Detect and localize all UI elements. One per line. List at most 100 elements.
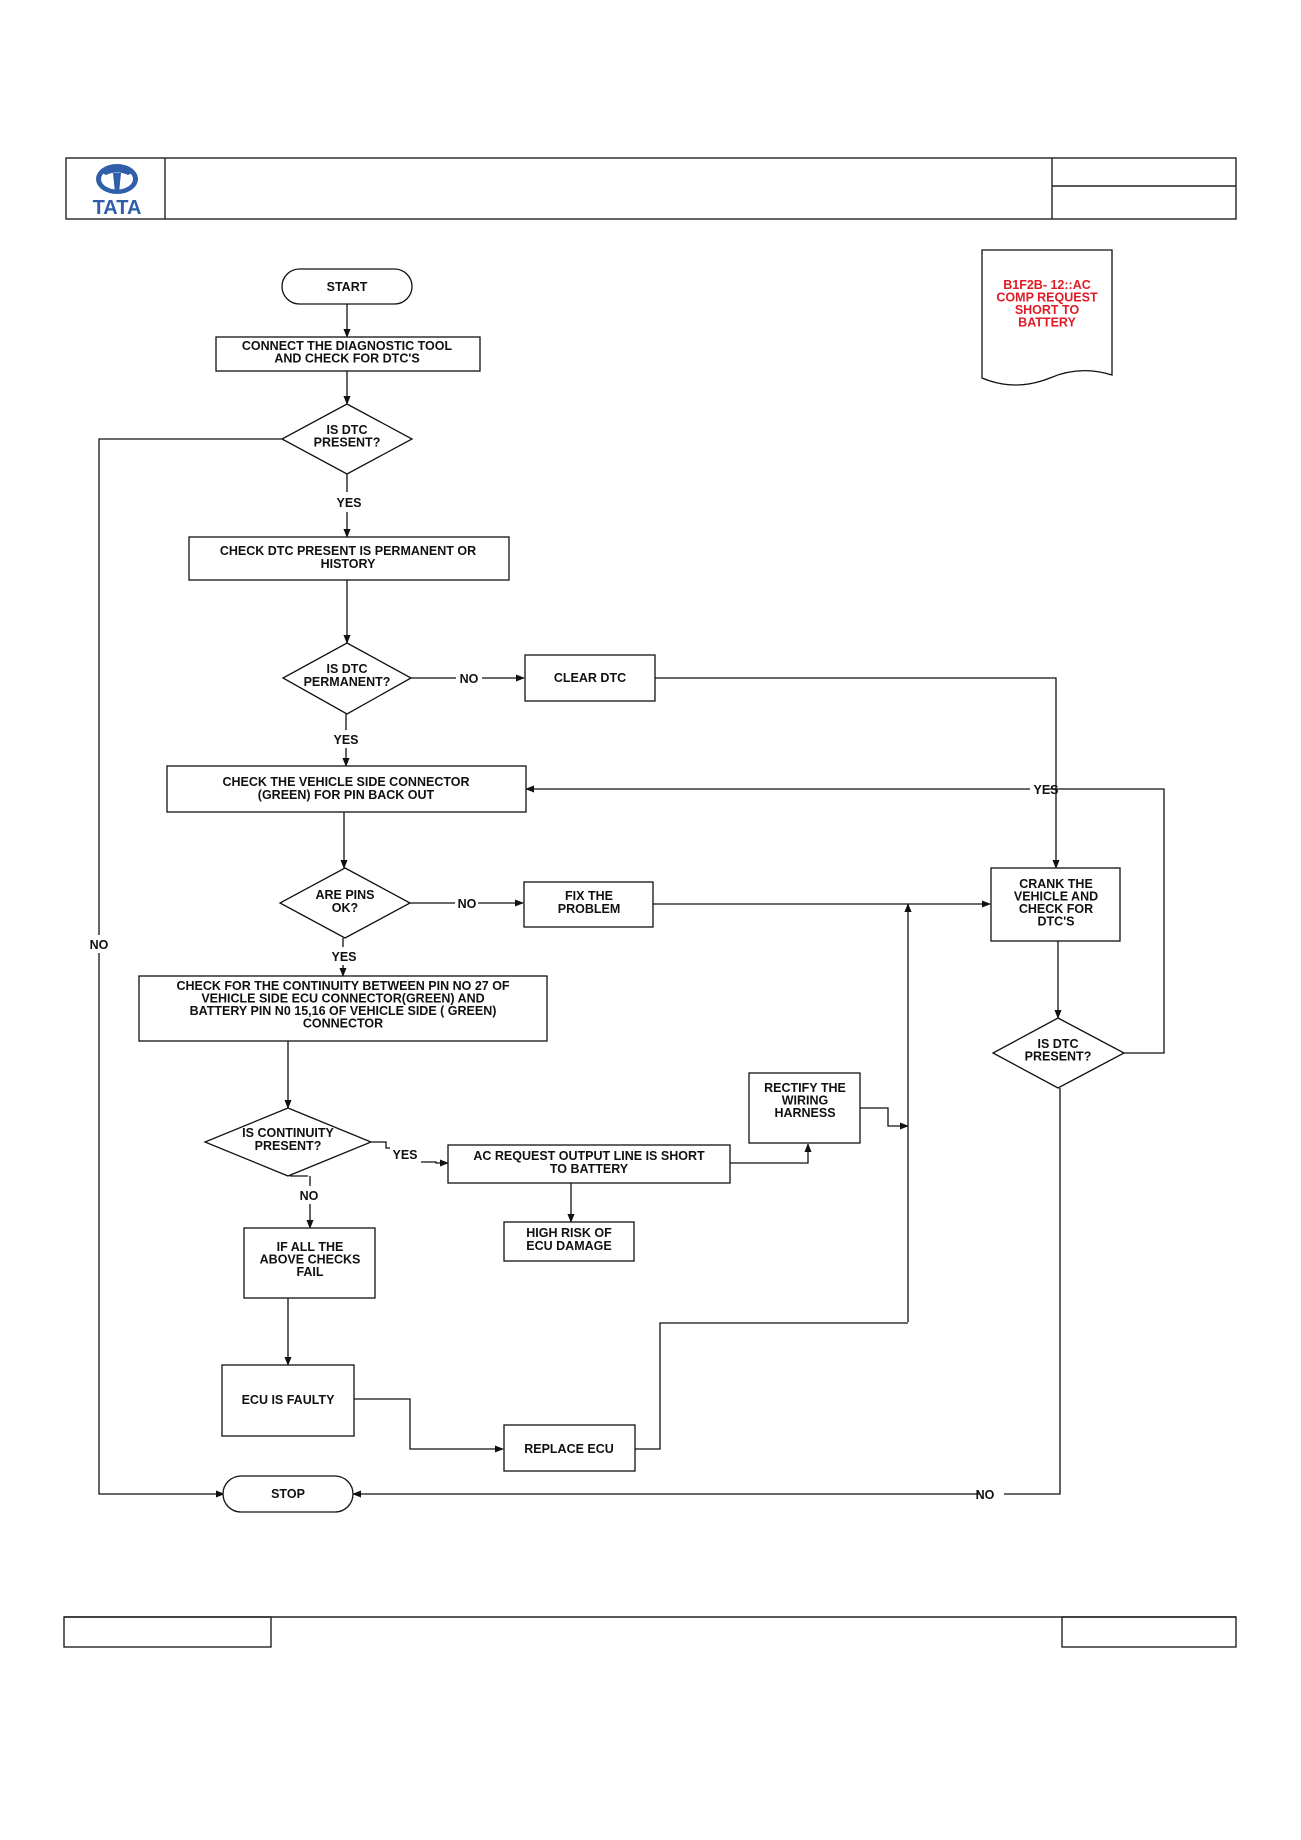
text-line: FAIL	[296, 1265, 323, 1279]
text-line: CLEAR DTC	[554, 671, 626, 685]
text-line: COMP REQUEST	[996, 291, 1098, 305]
text-line: CONNECT THE DIAGNOSTIC TOOL	[242, 339, 453, 353]
text-line: ECU IS FAULTY	[242, 1393, 335, 1407]
edge-label-no: NO	[460, 672, 479, 686]
text-line: SHORT TO	[1015, 303, 1080, 317]
text-line: PRESENT?	[1025, 1050, 1092, 1064]
edge-label-no: NO	[90, 938, 109, 952]
text-line: WIRING	[782, 1094, 829, 1108]
text-line: HISTORY	[321, 557, 377, 571]
text-line: HARNESS	[774, 1106, 835, 1120]
check-connector-step: CHECK THE VEHICLE SIDE CONNECTOR(GREEN) …	[166, 765, 527, 813]
text-line: DTC'S	[1038, 915, 1075, 929]
edge-label-no: NO	[300, 1189, 319, 1203]
text-line: PRESENT?	[314, 436, 381, 450]
text-line: STOP	[271, 1487, 305, 1501]
page-footer	[63, 1616, 1237, 1648]
text-line: ABOVE CHECKS	[260, 1253, 361, 1267]
text-line: AND CHECK FOR DTC'S	[274, 352, 419, 366]
edge-clear-to-crank	[655, 677, 1060, 869]
footer-box-right	[1061, 1616, 1237, 1648]
check-continuity-step: CHECK FOR THE CONTINUITY BETWEEN PIN NO …	[138, 975, 548, 1042]
edge-continuity-yes-a	[371, 1141, 390, 1149]
text-line: CHECK FOR THE CONTINUITY BETWEEN PIN NO …	[176, 979, 509, 993]
note-document-shape	[981, 249, 1113, 386]
text-line: IS DTC	[327, 662, 368, 676]
start-label: START	[327, 280, 368, 294]
edge-dtc-present-yes-loop-a	[1044, 788, 1165, 1054]
edge-continuity-yes-b	[421, 1159, 449, 1167]
text-line: RECTIFY THE	[764, 1081, 846, 1095]
stop-label: STOP	[271, 1487, 305, 1501]
edge-label-no: NO	[458, 897, 477, 911]
page-header: TATA	[65, 157, 1237, 220]
text-line: START	[327, 280, 368, 294]
text-line: IS DTC	[327, 423, 368, 437]
text-line: IS CONTINUITY	[242, 1126, 334, 1140]
edge-label-yes: YES	[336, 496, 361, 510]
text-line: ECU DAMAGE	[526, 1239, 611, 1253]
ecu-faulty-step: ECU IS FAULTY	[221, 1364, 355, 1437]
text-line: FIX THE	[565, 889, 613, 903]
text-line: PROBLEM	[558, 902, 621, 916]
edge-label-yes: YES	[331, 950, 356, 964]
edge-labels: YES NO YES YES NO YES NO YES NO NO	[90, 496, 1059, 1502]
text-line: OK?	[332, 901, 358, 915]
replace-ecu-step: REPLACE ECU	[503, 1424, 636, 1472]
tata-emblem-icon	[96, 164, 138, 194]
edge-short-to-rectify	[730, 1143, 812, 1164]
clear-dtc-step: CLEAR DTC	[524, 654, 656, 702]
text-line: CONNECTOR	[303, 1017, 383, 1031]
edge-faulty-to-replace	[354, 1398, 504, 1453]
edge-replace-to-collector	[635, 1322, 908, 1450]
text-line: IS DTC	[1038, 1037, 1079, 1051]
check-continuity-label: CHECK FOR THE CONTINUITY BETWEEN PIN NO …	[176, 979, 509, 1031]
edge-label-yes: YES	[1033, 783, 1058, 797]
check-connector-label: CHECK THE VEHICLE SIDE CONNECTOR(GREEN) …	[222, 775, 469, 802]
footer-box-left	[63, 1616, 272, 1648]
edge-label-yes: YES	[392, 1148, 417, 1162]
replace-ecu-label: REPLACE ECU	[524, 1442, 614, 1456]
text-line: TO BATTERY	[550, 1162, 629, 1176]
text-line: PERMANENT?	[304, 675, 391, 689]
text-line: HIGH RISK OF	[526, 1226, 612, 1240]
text-line: BATTERY PIN N0 15,16 OF VEHICLE SIDE ( G…	[190, 1004, 497, 1018]
tata-logo: TATA	[93, 164, 142, 219]
tata-logo-text: TATA	[93, 197, 142, 219]
text-line: ARE PINS	[315, 888, 374, 902]
text-line: CHECK THE VEHICLE SIDE CONNECTOR	[222, 775, 469, 789]
edge-left-no-a	[98, 438, 283, 935]
edge-rectify-to-collector	[860, 1107, 909, 1130]
edge-left-no-b	[98, 953, 225, 1498]
text-line: (GREEN) FOR PIN BACK OUT	[258, 788, 435, 802]
text-line: BATTERY	[1018, 316, 1076, 330]
text-line: AC REQUEST OUTPUT LINE IS SHORT	[473, 1149, 705, 1163]
edge-dtc-present-no-a	[1004, 1088, 1061, 1495]
text-line: B1F2B- 12::AC	[1003, 278, 1091, 292]
